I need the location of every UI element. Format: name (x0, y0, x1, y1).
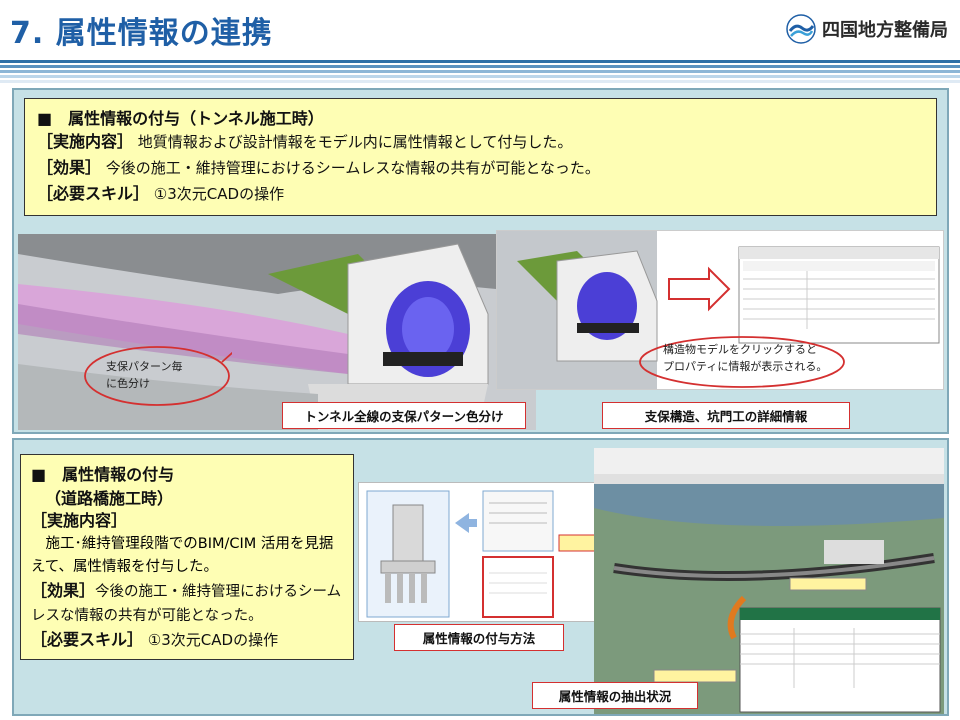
org-logo-icon (786, 14, 816, 44)
tunnel-heading: ■ 属性情報の付与（トンネル施工時） (37, 109, 324, 128)
tunnel-callout-ellipse (84, 346, 232, 406)
tunnel-skill-line: ［必要スキル］ ①3次元CADの操作 (37, 181, 924, 207)
page-header: 7. 属性情報の連携 四国地方整備局 (0, 0, 960, 60)
tunnel-content-text: 地質情報および設計情報をモデル内に属性情報として付与した。 (137, 133, 573, 151)
bridge-heading-1: ■ 属性情報の付与 (31, 465, 175, 484)
property-detail-image: 構造物モデルをクリックすると プロパティに情報が表示される。 (496, 230, 944, 390)
header-stripes (0, 60, 960, 84)
bridge-skill-line: ［必要スキル］ ①3次元CADの操作 (31, 628, 343, 652)
property-callout-ellipse (639, 336, 845, 388)
bridge-effect-line: ［効果］今後の施工・維持管理におけるシームレスな情報の共有が可能となった。 (31, 579, 343, 628)
caption-attribute-method: 属性情報の付与方法 (394, 624, 564, 651)
property-callout-text: 構造物モデルをクリックすると プロパティに情報が表示される。 (663, 343, 828, 373)
attribute-method-image (358, 482, 620, 622)
tunnel-content-line: ［実施内容］ 地質情報および設計情報をモデル内に属性情報として付与した。 (37, 129, 924, 155)
tunnel-content-label: ［実施内容］ (37, 132, 134, 151)
bridge-summary-box: ■ 属性情報の付与 （道路橋施工時） ［実施内容］ 施工･維持管理段階でのBIM… (20, 454, 354, 660)
tunnel-summary-box: ■ 属性情報の付与（トンネル施工時） ［実施内容］ 地質情報および設計情報をモデ… (24, 98, 937, 216)
bridge-skill-text: ①3次元CADの操作 (147, 631, 279, 649)
bridge-content-label-line: ［実施内容］ (31, 509, 343, 533)
attribute-extraction-image (594, 448, 944, 714)
page-title: 7. 属性情報の連携 (10, 16, 273, 51)
tunnel-effect-label: ［効果］ (37, 158, 102, 177)
tunnel-skill-label: ［必要スキル］ (37, 184, 150, 203)
caption-support-detail: 支保構造、坑門工の詳細情報 (602, 402, 850, 429)
tunnel-full-line-image: 支保パターン毎 に色分け (18, 234, 536, 430)
bridge-content-label: ［実施内容］ (31, 511, 128, 530)
tunnel-section-panel: ■ 属性情報の付与（トンネル施工時） ［実施内容］ 地質情報および設計情報をモデ… (12, 88, 949, 434)
bridge-heading-2: （道路橋施工時） (45, 489, 174, 508)
tunnel-effect-text: 今後の施工・維持管理におけるシームレスな情報の共有が可能となった。 (105, 159, 600, 177)
bridge-effect-text: 今後の施工・維持管理におけるシームレスな情報の共有が可能となった。 (31, 584, 342, 624)
tunnel-callout-text: 支保パターン毎 に色分け (106, 360, 183, 390)
bridge-section-panel: ■ 属性情報の付与 （道路橋施工時） ［実施内容］ 施工･維持管理段階でのBIM… (12, 438, 949, 716)
org-logo-block: 四国地方整備局 (786, 12, 948, 46)
tunnel-skill-text: ①3次元CADの操作 (153, 185, 285, 203)
caption-attribute-extraction: 属性情報の抽出状況 (532, 682, 698, 709)
bridge-effect-label: ［効果］ (31, 581, 96, 600)
bridge-content-text: 施工･維持管理段階でのBIM/CIM 活用を見据えて、属性情報を付与した。 (31, 536, 334, 575)
bridge-skill-label: ［必要スキル］ (31, 630, 144, 649)
tunnel-effect-line: ［効果］ 今後の施工・維持管理におけるシームレスな情報の共有が可能となった。 (37, 155, 924, 181)
org-name: 四国地方整備局 (822, 20, 948, 41)
caption-tunnel-color-coding: トンネル全線の支保パターン色分け (282, 402, 526, 429)
